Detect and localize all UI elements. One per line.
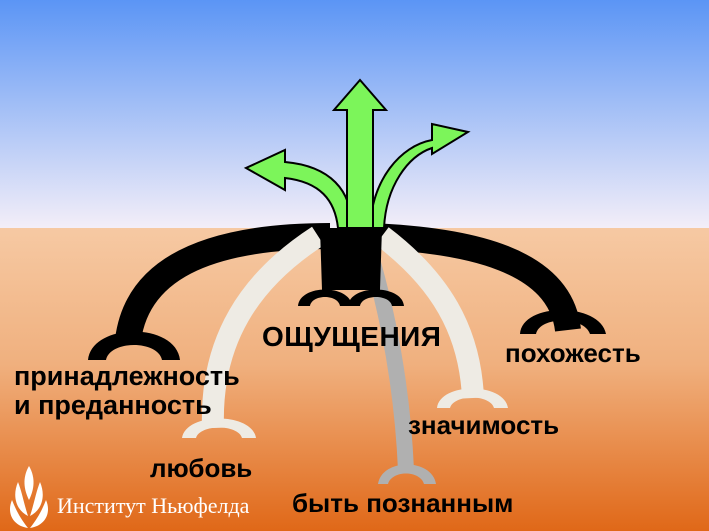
center-label: ОЩУЩЕНИЯ [262,321,442,352]
green-arrows [243,78,471,229]
root-label-known: быть познанным [292,488,514,518]
stump [320,228,382,290]
institute-name: Институт Ньюфелда [57,493,250,518]
root-black-left-cup [88,331,180,360]
root-light-love [201,226,324,429]
logo-icon [9,466,49,528]
root-label-left: принадлежность и преданность [14,361,240,420]
root-light-middle [375,227,484,399]
root-label-love: любовь [150,453,253,483]
stump-small-cups [298,289,404,306]
root-label-right: похожесть [505,338,641,368]
root-gray-known-cup [378,464,436,484]
arrow-up [331,78,389,229]
root-light-love-cup [182,418,256,438]
root-black-left [115,223,331,343]
root-black-right-cup [520,310,606,334]
root-light-middle-cup [437,388,508,408]
root-label-middle: значимость [408,410,560,440]
arrow-right [368,122,471,229]
root-black-right [369,223,581,333]
